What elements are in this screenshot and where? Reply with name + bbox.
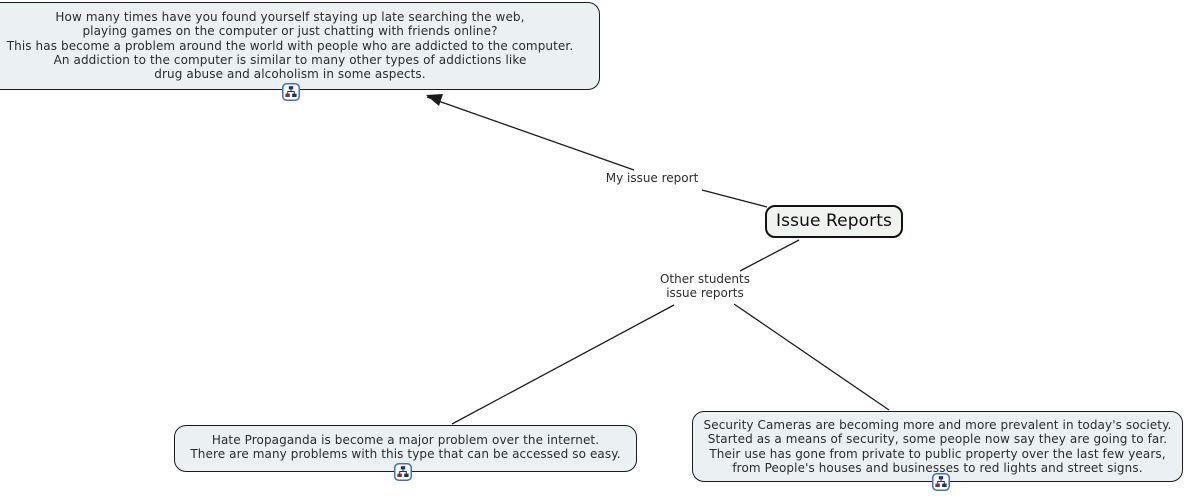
concept-node-computer-addiction[interactable]: How many times have you found yourself s… <box>0 2 600 90</box>
cmap-resource-icon[interactable] <box>932 473 950 491</box>
concept-node-security-cameras[interactable]: Security Cameras are becoming more and m… <box>692 411 1183 482</box>
concept-text: How many times have you found yourself s… <box>6 10 574 82</box>
linking-phrase-my-issue-report[interactable]: My issue report <box>605 171 699 185</box>
link-line-to-hate-propaganda[interactable] <box>451 304 675 425</box>
link-line-my-report-upper[interactable] <box>426 96 635 171</box>
cmap-resource-icon[interactable] <box>394 463 412 481</box>
link-line-other-students-upper[interactable] <box>739 239 800 272</box>
org-chart-glyph <box>394 463 412 481</box>
link-line-my-report-lower[interactable] <box>701 189 768 208</box>
cmap-resource-icon[interactable] <box>282 83 300 101</box>
org-chart-glyph <box>932 473 950 491</box>
link-line-to-security-cameras[interactable] <box>733 303 890 411</box>
root-node-issue-reports[interactable]: Issue Reports <box>765 205 903 238</box>
concept-text: Security Cameras are becoming more and m… <box>703 418 1172 475</box>
arrowhead-icon[interactable] <box>426 94 443 106</box>
concept-text: Hate Propaganda is become a major proble… <box>190 433 621 462</box>
org-chart-glyph <box>282 83 300 101</box>
linking-phrase-other-students[interactable]: Other students issue reports <box>659 272 750 300</box>
root-node-label: Issue Reports <box>776 211 892 231</box>
